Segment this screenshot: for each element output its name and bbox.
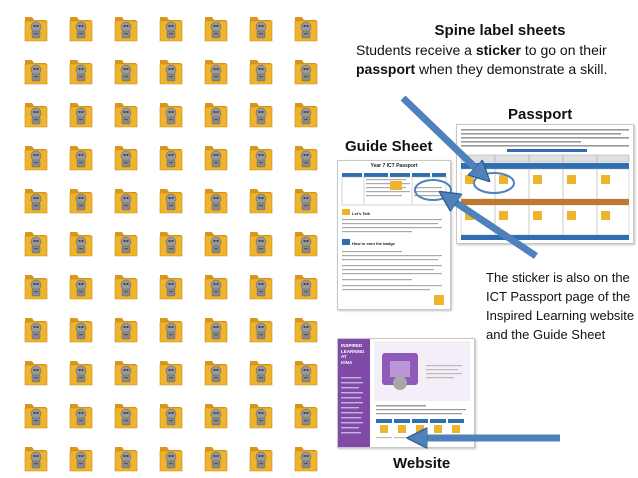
folder-with-robot-icon [24, 361, 48, 386]
folder-with-robot-icon [114, 361, 138, 386]
folder-with-robot-icon [159, 232, 183, 257]
passport-label: Passport [508, 106, 573, 123]
folder-with-robot-icon [294, 318, 318, 343]
folder-with-robot-icon [294, 189, 318, 214]
folder-with-robot-icon [24, 189, 48, 214]
folder-with-robot-icon [294, 361, 318, 386]
folder-with-robot-icon [114, 447, 138, 472]
folder-with-robot-icon [24, 103, 48, 128]
folder-with-robot-icon [24, 17, 48, 42]
folder-with-robot-icon [159, 404, 183, 429]
folder-with-robot-icon [204, 17, 228, 42]
folder-with-robot-icon [24, 275, 48, 300]
folder-with-robot-icon [249, 361, 273, 386]
folder-with-robot-icon [204, 275, 228, 300]
sticker-note: The sticker is also on the ICT Passport … [486, 270, 635, 342]
folder-with-robot-icon [114, 318, 138, 343]
folder-with-robot-icon [249, 404, 273, 429]
folder-with-robot-icon [24, 60, 48, 85]
folder-with-robot-icon [69, 318, 93, 343]
folder-with-robot-icon [114, 275, 138, 300]
folder-with-robot-icon [204, 232, 228, 257]
folder-with-robot-icon [159, 146, 183, 171]
folder-with-robot-icon [294, 103, 318, 128]
website-logo: INSPIRED LEARNING AT IONA [341, 343, 365, 365]
guide-sheet-document: Year 7 ICT Passport Let's Talk How to ea… [337, 160, 451, 310]
folder-with-robot-icon [69, 232, 93, 257]
guide-sheet-section-earn: How to earn the badge [352, 241, 395, 246]
passport-document [456, 124, 634, 244]
folder-with-robot-icon [249, 60, 273, 85]
folder-with-robot-icon [114, 189, 138, 214]
folder-with-robot-icon [114, 17, 138, 42]
folder-with-robot-icon [114, 404, 138, 429]
folder-with-robot-icon [204, 404, 228, 429]
description: Students receive a sticker to go on thei… [356, 42, 608, 77]
folder-with-robot-icon [204, 189, 228, 214]
folder-with-robot-icon [159, 17, 183, 42]
folder-with-robot-icon [159, 275, 183, 300]
folder-with-robot-icon [159, 103, 183, 128]
folder-with-robot-icon [114, 232, 138, 257]
folder-with-robot-icon [249, 447, 273, 472]
folder-with-robot-icon [204, 447, 228, 472]
folder-with-robot-icon [249, 189, 273, 214]
folder-with-robot-icon [69, 146, 93, 171]
folder-with-robot-icon [69, 17, 93, 42]
website-label: Website [393, 455, 451, 472]
guide-sheet-sticker-highlight [414, 179, 452, 201]
folder-with-robot-icon [204, 103, 228, 128]
folder-with-robot-icon [69, 103, 93, 128]
folder-with-robot-icon [24, 447, 48, 472]
guide-sheet-section-talk: Let's Talk [352, 211, 370, 216]
website-screenshot: INSPIRED LEARNING AT IONA ICT PASSPORT [337, 338, 475, 448]
arrow-to-guide-sheet-icon [446, 196, 538, 259]
folder-with-robot-icon [159, 361, 183, 386]
folder-with-robot-icon [24, 318, 48, 343]
folder-with-robot-icon [249, 318, 273, 343]
folder-with-robot-icon [249, 275, 273, 300]
folder-with-robot-icon [24, 232, 48, 257]
folder-with-robot-icon [159, 60, 183, 85]
folder-with-robot-icon [114, 103, 138, 128]
folder-with-robot-icon [69, 404, 93, 429]
page-title: Spine label sheets [434, 22, 566, 39]
folder-with-robot-icon [294, 17, 318, 42]
folder-with-robot-icon [159, 189, 183, 214]
guide-sheet-label: Guide Sheet [345, 138, 433, 155]
folder-with-robot-icon [294, 232, 318, 257]
folder-with-robot-icon [249, 232, 273, 257]
arrow-to-passport-icon [400, 95, 484, 176]
folder-with-robot-icon [24, 146, 48, 171]
folder-with-robot-icon [204, 361, 228, 386]
folder-with-robot-icon [249, 17, 273, 42]
folder-with-robot-icon [114, 60, 138, 85]
folder-with-robot-icon [69, 275, 93, 300]
folder-with-robot-icon [114, 146, 138, 171]
folder-with-robot-icon [69, 447, 93, 472]
folder-with-robot-icon [159, 447, 183, 472]
folder-with-robot-icon [294, 60, 318, 85]
passport-sticker-highlight [473, 172, 515, 194]
folder-with-robot-icon [69, 60, 93, 85]
folder-with-robot-icon [249, 146, 273, 171]
folder-with-robot-icon [159, 318, 183, 343]
folder-with-robot-icon [69, 189, 93, 214]
folder-with-robot-icon [294, 447, 318, 472]
folder-with-robot-icon [294, 146, 318, 171]
sticker-grid [24, 17, 318, 472]
folder-with-robot-icon [204, 146, 228, 171]
guide-sheet-title: Year 7 ICT Passport [370, 163, 418, 169]
folder-with-robot-icon [24, 404, 48, 429]
folder-with-robot-icon [294, 404, 318, 429]
folder-with-robot-icon [69, 361, 93, 386]
folder-with-robot-icon [204, 318, 228, 343]
folder-with-robot-icon [294, 275, 318, 300]
folder-with-robot-icon [204, 60, 228, 85]
folder-with-robot-icon [249, 103, 273, 128]
